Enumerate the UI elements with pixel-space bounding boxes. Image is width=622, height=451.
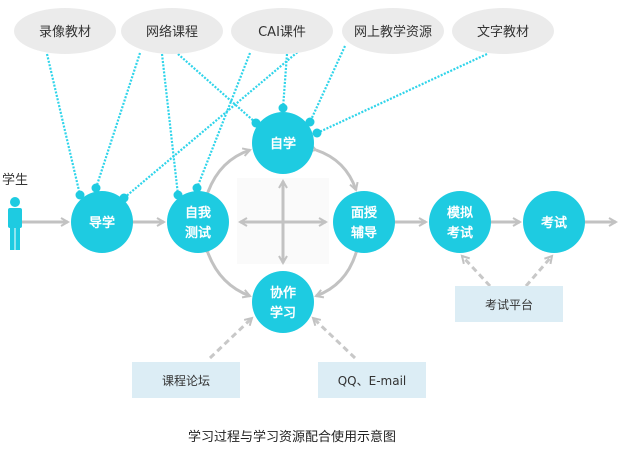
resource-label: 网上教学资源	[354, 24, 432, 40]
arc-selftest-selfstudy	[208, 150, 250, 192]
resource-video[interactable]: 录像教材	[14, 8, 116, 54]
platform-boxes: 课程论坛 QQ、E-mail 考试平台	[132, 286, 563, 398]
arrow-qq-to-collab	[313, 318, 357, 360]
node-label: 面授	[351, 205, 378, 221]
flow-arrows	[22, 150, 616, 296]
arc-tutoring-collab	[316, 253, 356, 296]
person-icon	[8, 197, 22, 250]
link-video-to-guide	[45, 53, 82, 196]
node-label: 测试	[185, 225, 211, 241]
student: 学生	[2, 172, 28, 250]
platform-forum[interactable]: 课程论坛	[132, 362, 240, 398]
node-label: 学习	[270, 305, 296, 321]
link-online-course-to-self-study	[177, 53, 257, 124]
student-label: 学生	[2, 172, 28, 188]
resource-list: 录像教材 网络课程 CAI课件 网上教学资源 文字教材	[14, 8, 554, 54]
node-label: 辅导	[351, 225, 377, 241]
resource-web-resources[interactable]: 网上教学资源	[342, 8, 444, 54]
node-label: 考试	[447, 225, 473, 241]
node-label: 协作	[270, 285, 296, 301]
node-label: 自我	[185, 205, 211, 221]
platform-arrows	[208, 256, 552, 360]
arc-selftest-collab	[208, 253, 250, 296]
node-label: 导学	[89, 215, 115, 231]
link-text-to-self-study	[316, 53, 488, 134]
node-self-study[interactable]: 自学	[252, 112, 314, 174]
platform-label: QQ、E-mail	[338, 374, 407, 388]
node-label: 自学	[270, 136, 296, 152]
node-exam[interactable]: 考试	[523, 191, 585, 253]
resource-text[interactable]: 文字教材	[452, 8, 554, 54]
arrow-platform-to-exam	[524, 256, 552, 287]
node-tutoring[interactable]: 面授 辅导	[333, 191, 395, 253]
resource-label: 网络课程	[146, 24, 198, 40]
link-online-course-to-guide	[94, 52, 142, 189]
link-web-resources-to-self-study	[309, 45, 346, 123]
node-label: 模拟	[447, 205, 473, 221]
node-mock-exam[interactable]: 模拟 考试	[429, 191, 491, 253]
link-online-course-to-self-test	[160, 53, 180, 196]
arc-selfstudy-tutoring	[316, 150, 356, 190]
resource-label: 录像教材	[39, 24, 91, 40]
arrow-forum-to-collab	[208, 318, 252, 360]
process-nodes: 导学 自我 测试 自学 面授 辅导 协作 学习 模拟 考试 考试	[71, 112, 585, 333]
resource-cai[interactable]: CAI课件	[231, 8, 333, 54]
platform-qq-email[interactable]: QQ、E-mail	[318, 362, 426, 398]
diagram-caption: 学习过程与学习资源配合使用示意图	[188, 429, 396, 445]
node-self-test[interactable]: 自我 测试	[167, 191, 229, 253]
platform-exam-platform[interactable]: 考试平台	[455, 286, 563, 322]
node-label: 考试	[541, 215, 567, 231]
node-guide[interactable]: 导学	[71, 191, 133, 253]
arrow-platform-to-mock	[462, 256, 492, 288]
platform-label: 课程论坛	[162, 373, 210, 388]
resource-online-course[interactable]: 网络课程	[121, 8, 223, 54]
resource-label: 文字教材	[477, 24, 529, 40]
node-collab[interactable]: 协作 学习	[252, 271, 314, 333]
connector-dots	[75, 103, 322, 203]
platform-label: 考试平台	[485, 297, 533, 312]
resource-label: CAI课件	[258, 25, 306, 40]
